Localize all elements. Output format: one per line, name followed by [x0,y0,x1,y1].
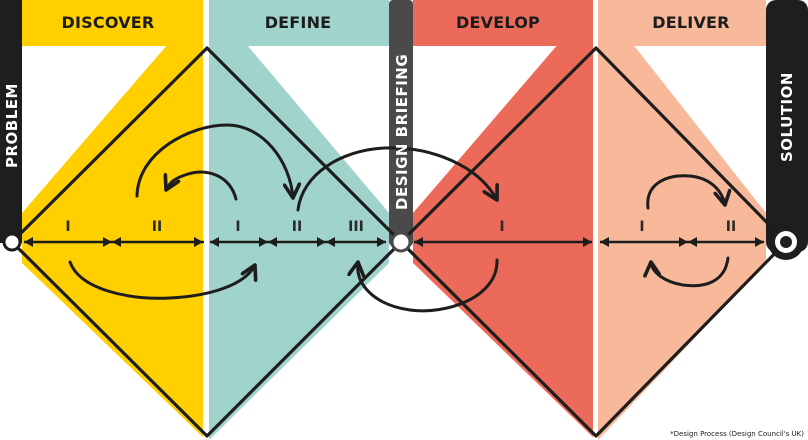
briefing-node [390,231,412,253]
phase-title-deliver: DELIVER [652,13,729,32]
curve-arrow-define-back [166,170,238,201]
curve-arrow-discover-over [135,123,293,198]
stage-label-define-1: I [235,219,240,235]
define-title-strip [209,0,389,46]
white-mask-top-right-a [413,0,596,213]
curve-arrow-deliver-over [646,174,725,210]
solution-label: SOLUTION [778,72,796,162]
discover-title-strip [22,0,203,46]
white-mask-bottom-mid [209,263,389,440]
stage-label-discover-1: I [65,219,70,235]
problem-label: PROBLEM [3,83,21,168]
stage-label-discover-2: II [152,219,162,235]
problem-start-node [2,232,22,252]
curve-arrow-develop-under [358,258,499,313]
stage-label-develop-1: I [499,219,504,235]
source-caption: *Design Process (Design Council's UK) [670,430,804,438]
white-mask-top-right-b [598,0,766,213]
stage-label-define-3: III [348,219,364,235]
design-briefing-bar [389,0,413,246]
phase-title-develop: DEVELOP [456,13,540,32]
curve-arrow-briefing-over [296,146,497,212]
white-mask-top-mid [209,0,389,213]
deliver-title-strip [598,0,766,46]
phase-title-discover: DISCOVER [62,13,155,32]
problem-bar [0,0,22,243]
curve-arrow-deliver-under [651,256,730,288]
white-mask-bottom-right-a [413,263,596,440]
white-mask-top-left [22,0,206,213]
phase-title-define: DEFINE [265,13,332,32]
solution-bar [766,0,808,252]
develop-title-strip [413,0,593,46]
white-mask-bottom-left [22,263,206,440]
curve-arrow-discover-under [68,260,255,300]
solution-end-node-core [780,236,792,248]
stage-label-define-2: II [292,219,302,235]
stage-label-deliver-2: II [726,219,736,235]
design-briefing-label: DESIGN BRIEFING [393,54,411,210]
timeline-arrowheads [24,237,764,247]
stage-label-deliver-1: I [639,219,644,235]
